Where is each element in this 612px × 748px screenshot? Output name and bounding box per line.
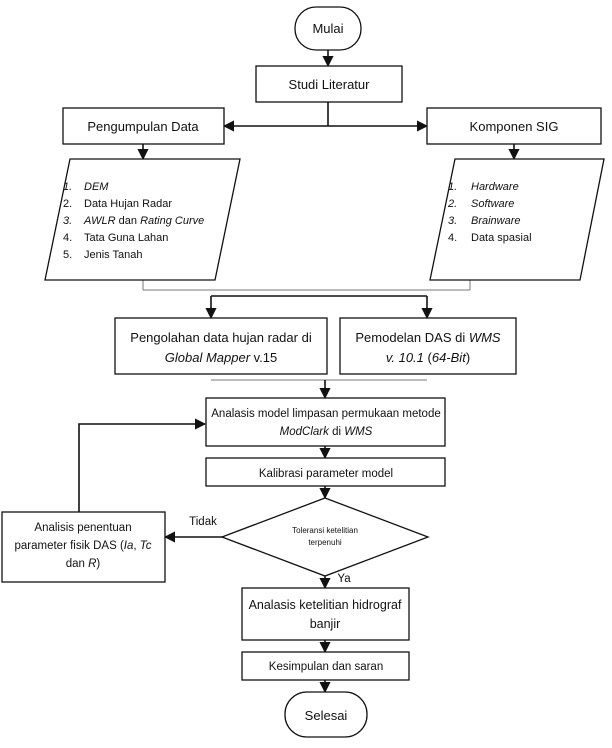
radar-box	[114, 317, 328, 375]
end-label: Selesai	[305, 708, 348, 723]
data_items-number: 3.	[63, 215, 72, 227]
connectors	[78, 50, 520, 694]
data_items-entry: Data Hujan Radar	[84, 198, 172, 210]
radar-line-1: Pengolahan data hujan radar di	[130, 330, 312, 345]
conclusion-label: Kesimpulan dan saran	[269, 661, 383, 673]
gis-parallelogram	[429, 158, 605, 281]
literature-box	[255, 65, 403, 103]
gis-item-list: 1. Hardware 2. Software 3. Brainware 4. Data sp…	[447, 181, 532, 244]
shapes	[1, 6, 605, 738]
end-terminal	[284, 691, 368, 738]
gis_items-number: 1.	[448, 181, 457, 193]
accuracy-line-1: Analasis ketelitian hidrograf	[249, 598, 402, 612]
data_items-entry: DEM	[84, 181, 109, 193]
literature-label: Studi Literatur	[289, 77, 371, 92]
param-line-2: parameter fisik DAS (Ia, Tc	[15, 540, 152, 552]
wms-box	[339, 317, 517, 375]
tolerance-diamond	[220, 497, 430, 577]
data_items-number: 4.	[63, 232, 72, 244]
conclusion-box	[241, 651, 410, 681]
data_items-number: 5.	[63, 249, 72, 261]
analysis-line-2: ModClark di WMS	[280, 426, 373, 438]
param-box	[1, 511, 166, 583]
gis_items-number: 2.	[447, 198, 457, 210]
calibration-label: Kalibrasi parameter model	[259, 468, 393, 480]
data-item-list: 1. DEM 2. Data Hujan Radar 3. AWLR dan Rating…	[63, 181, 204, 261]
data_items-entry: AWLR dan Rating Curve	[83, 215, 204, 227]
collect-box	[62, 107, 225, 145]
collect-label: Pengumpulan Data	[87, 119, 199, 134]
gis_items-entry: Hardware	[471, 181, 519, 193]
yes-label: Ya	[337, 573, 351, 585]
accuracy-box	[241, 587, 410, 641]
data_items-entry: Jenis Tanah	[84, 249, 143, 261]
radar-line-2: Global Mapper v.15	[165, 350, 278, 365]
no-label: Tidak	[189, 516, 217, 528]
analysis-line-1: Analasis model limpasan permukaan metode	[211, 408, 440, 420]
gis_items-entry: Brainware	[471, 215, 521, 227]
data_items-number: 2.	[63, 198, 72, 210]
tolerance-line-2: terpenuhi	[308, 538, 342, 547]
gis_items-number: 3.	[448, 215, 457, 227]
arrow-loop-back	[78, 418, 207, 512]
labels: Mulai Studi Literatur Pengumpulan Data K…	[15, 21, 559, 723]
data_items-number: 1.	[63, 181, 72, 193]
wms-line-1: Pemodelan DAS di WMS	[355, 330, 501, 345]
gis_items-entry: Data spasial	[471, 232, 532, 244]
start-terminal	[294, 6, 362, 51]
wms-line-2: v. 10.1 (64-Bit)	[386, 350, 470, 365]
gis-box	[426, 107, 602, 145]
param-line-1: Analisis penentuan	[34, 522, 131, 534]
data_items-entry: Tata Guna Lahan	[84, 232, 168, 244]
param-line-3: dan R)	[66, 558, 101, 570]
gis_items-number: 4.	[448, 232, 457, 244]
gis-label: Komponen SIG	[470, 119, 559, 134]
data-parallelogram	[44, 158, 241, 281]
start-label: Mulai	[312, 21, 343, 36]
calibration-box	[205, 457, 446, 487]
gis_items-entry: Software	[471, 198, 514, 210]
accuracy-line-2: banjir	[310, 617, 341, 631]
analysis-box	[205, 397, 446, 447]
tolerance-line-1: Toleransi ketelitian	[292, 526, 358, 535]
